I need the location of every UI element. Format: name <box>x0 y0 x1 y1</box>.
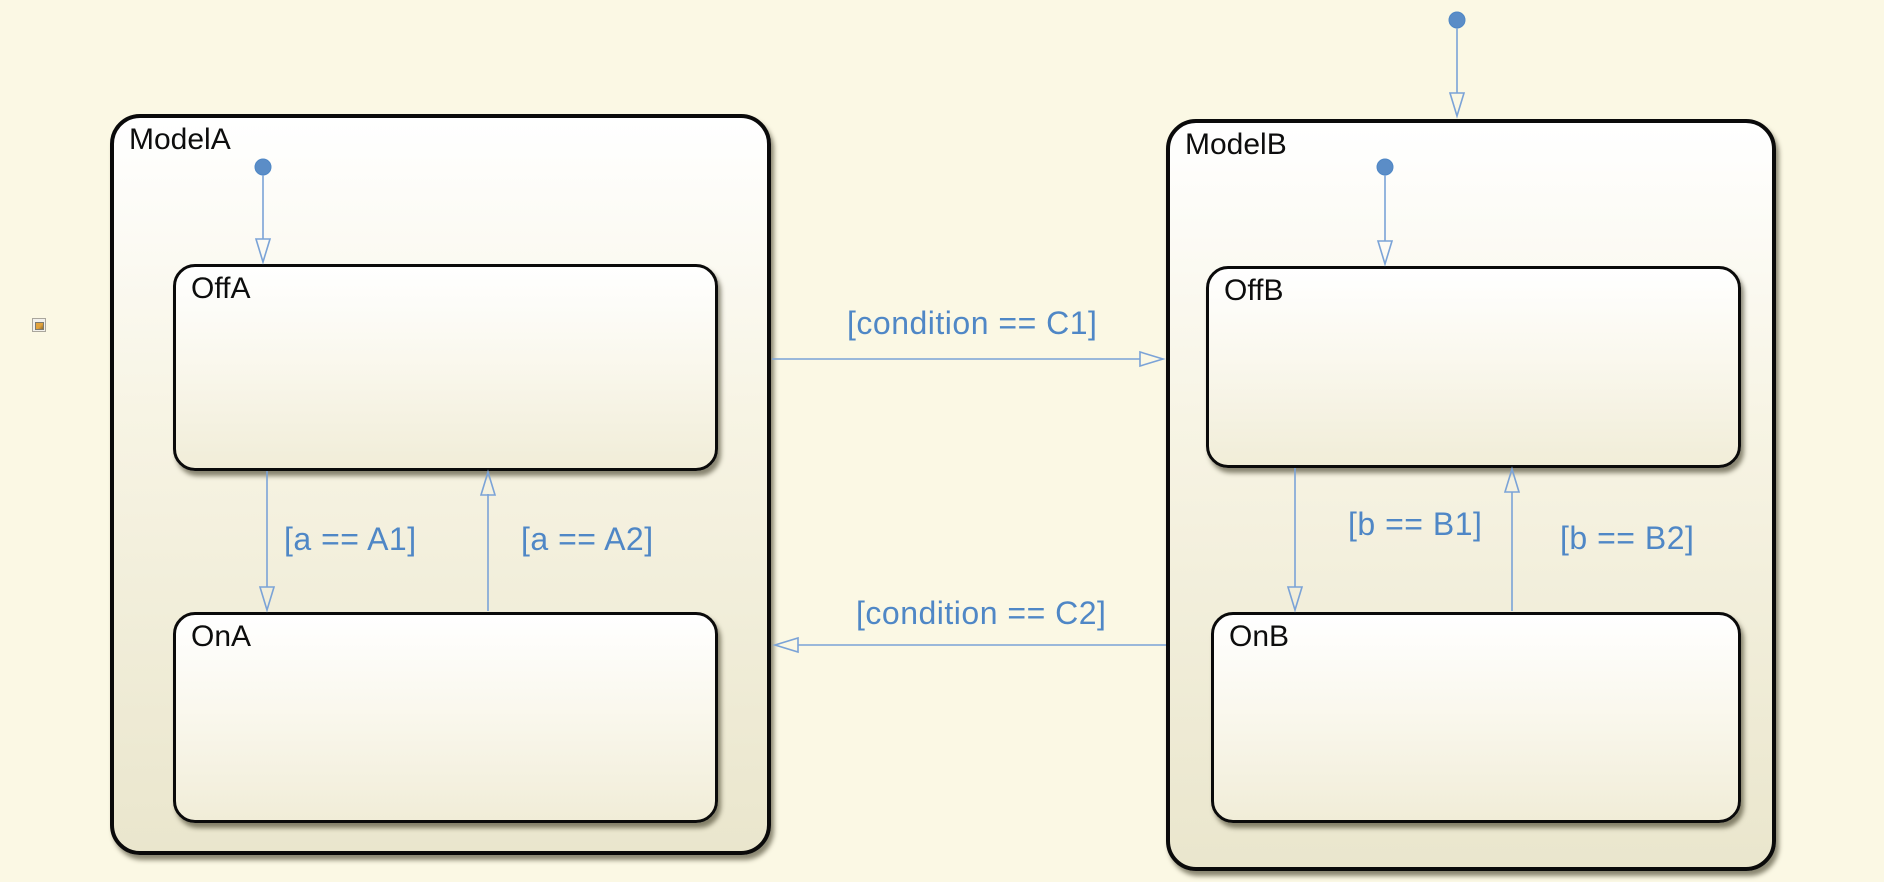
state-modelA-label: ModelA <box>129 123 231 156</box>
default-transition-dot[interactable] <box>1448 11 1466 29</box>
transition-label-b1[interactable]: [b == B1] <box>1348 506 1483 542</box>
transition-label-c2[interactable]: [condition == C2] <box>856 595 1107 631</box>
arrowhead-down-icon <box>1448 92 1466 119</box>
state-onA-label: OnA <box>191 620 252 653</box>
state-onB-label: OnB <box>1229 620 1290 653</box>
state-onB[interactable]: OnB <box>1211 612 1741 823</box>
state-modelB-label: ModelB <box>1185 128 1287 161</box>
state-offA[interactable]: OffA <box>173 264 718 471</box>
arrowhead-right-icon <box>1139 350 1166 368</box>
transition-modelA-to-modelB[interactable] <box>772 350 1166 368</box>
state-offB[interactable]: OffB <box>1206 266 1741 468</box>
state-offA-label: OffA <box>191 272 251 305</box>
state-offB-label: OffB <box>1224 274 1284 307</box>
transition-label-a1[interactable]: [a == A1] <box>284 521 417 557</box>
arrowhead-left-icon <box>772 636 799 654</box>
transition-label-c1[interactable]: [condition == C1] <box>847 305 1098 341</box>
transition-modelB-to-modelA[interactable] <box>772 636 1166 654</box>
placeholder-image-glyph <box>35 322 44 330</box>
state-onA[interactable]: OnA <box>173 612 718 823</box>
default-transition-modelB[interactable] <box>1448 11 1466 119</box>
transition-label-a2[interactable]: [a == A2] <box>521 521 654 557</box>
placeholder-image-icon <box>32 318 46 332</box>
transition-label-b2[interactable]: [b == B2] <box>1560 520 1695 556</box>
